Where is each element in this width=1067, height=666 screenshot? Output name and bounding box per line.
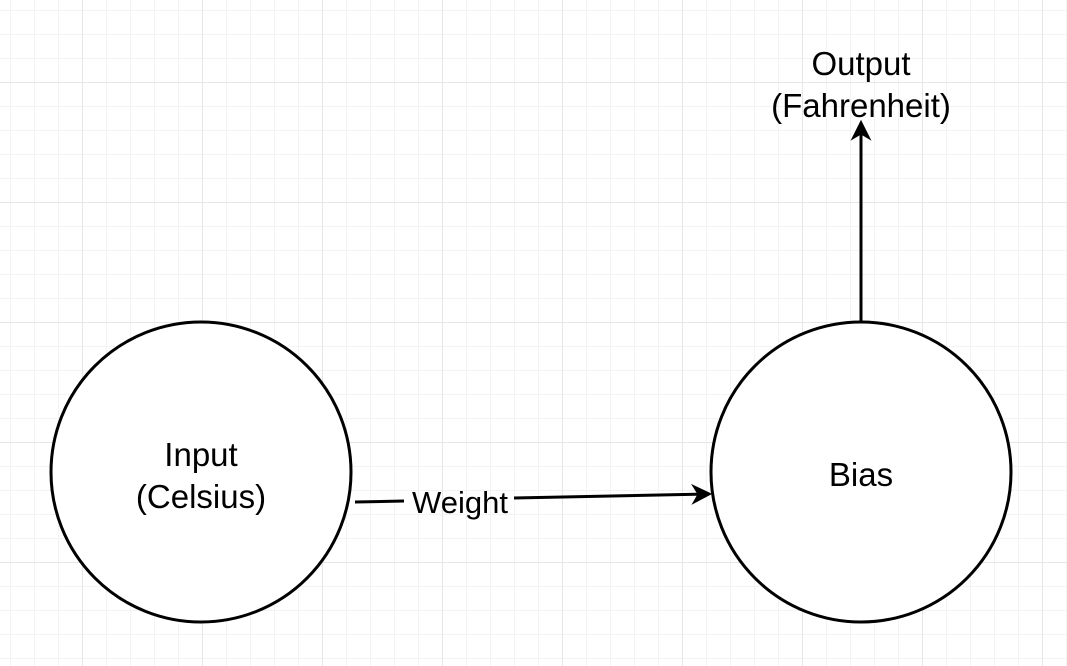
weight-edge[interactable]: Weight bbox=[354, 483, 713, 520]
input-node-label: Input bbox=[164, 436, 237, 473]
weight-edge-label: Weight bbox=[412, 485, 508, 520]
output-label-title: Output bbox=[811, 45, 910, 82]
weight-edge-line-start[interactable] bbox=[354, 499, 405, 504]
input-node[interactable]: Input (Celsius) bbox=[49, 320, 353, 624]
input-node-sublabel: (Celsius) bbox=[136, 478, 266, 515]
output-label-subtitle: (Fahrenheit) bbox=[771, 87, 951, 124]
input-node-circle[interactable] bbox=[49, 320, 353, 624]
bias-node-label: Bias bbox=[829, 456, 893, 493]
output-label: Output (Fahrenheit) bbox=[771, 45, 951, 124]
bias-node[interactable]: Bias bbox=[709, 320, 1013, 624]
weight-edge-arrow[interactable] bbox=[513, 483, 713, 505]
